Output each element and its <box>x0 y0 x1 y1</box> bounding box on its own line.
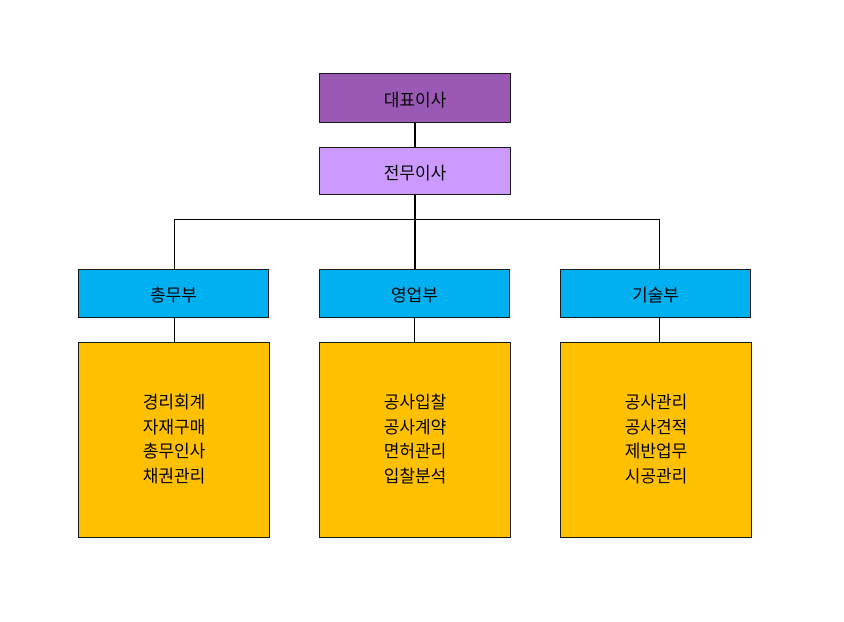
duty-item: 공사입찰 <box>383 393 447 413</box>
duty-item: 공사견적 <box>624 417 688 438</box>
ceo-label: 대표이사 <box>383 90 447 111</box>
duty-item: 경리회계 <box>142 393 206 413</box>
dept-label: 영업부 <box>391 286 438 306</box>
dept-node-technical: 기술부 <box>560 269 751 318</box>
duty-item: 공사관리 <box>624 393 688 413</box>
dept-label: 총무부 <box>150 286 197 306</box>
vp-node: 전무이사 <box>319 147 511 195</box>
connector-horizontal-bus <box>174 219 660 220</box>
duty-item: 총무인사 <box>142 442 206 462</box>
dept-label: 기술부 <box>632 286 679 306</box>
duty-item: 입찰분석 <box>383 466 447 487</box>
connector-vp-bus <box>414 195 416 269</box>
connector-ceo-vp <box>414 123 416 147</box>
connector-bus-dept-1 <box>174 219 175 269</box>
duty-item: 제반업무 <box>624 442 688 462</box>
duty-item: 자재구매 <box>142 417 206 438</box>
duties-box-technical: 공사관리 공사견적 제반업무 시공관리 <box>560 342 752 538</box>
dept-node-sales: 영업부 <box>319 269 510 318</box>
dept-node-general-affairs: 총무부 <box>78 269 269 318</box>
connector-bus-dept-3 <box>659 219 660 269</box>
duty-item: 면허관리 <box>383 442 447 462</box>
duties-box-sales: 공사입찰 공사계약 면허관리 입찰분석 <box>319 342 511 538</box>
duty-item: 채권관리 <box>142 466 206 487</box>
vp-label: 전무이사 <box>383 163 447 184</box>
connector-dept-duty-3 <box>659 318 660 342</box>
connector-dept-duty-1 <box>174 318 175 342</box>
connector-dept-duty-2 <box>414 318 415 342</box>
duty-item: 시공관리 <box>624 466 688 487</box>
ceo-node: 대표이사 <box>319 73 511 123</box>
duty-item: 공사계약 <box>383 417 447 438</box>
duties-box-general-affairs: 경리회계 자재구매 총무인사 채권관리 <box>78 342 270 538</box>
